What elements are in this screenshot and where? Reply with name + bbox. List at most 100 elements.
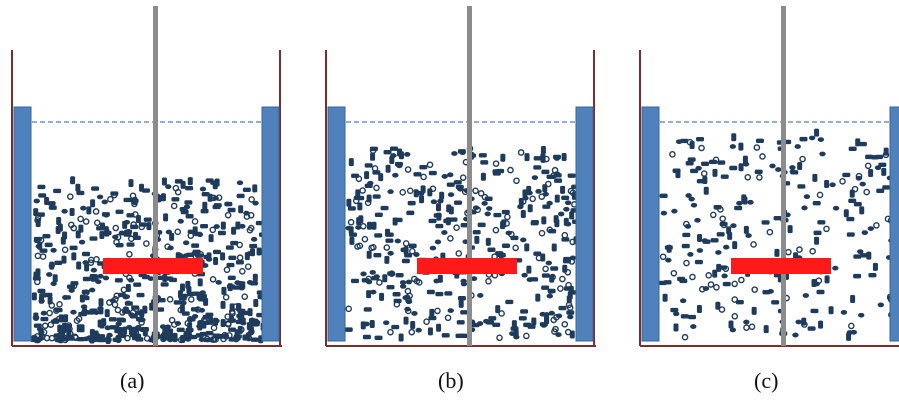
particle-dot bbox=[387, 189, 394, 195]
particle-bar bbox=[456, 320, 465, 325]
particle-bar bbox=[848, 146, 857, 152]
particle-bar bbox=[552, 154, 561, 160]
particle-dot bbox=[415, 327, 422, 333]
particle-block bbox=[662, 293, 668, 302]
particle-block bbox=[787, 225, 793, 234]
particle-ring bbox=[659, 253, 667, 261]
particle-block bbox=[208, 316, 214, 325]
particle-dot bbox=[46, 272, 53, 277]
particle-dot bbox=[521, 272, 528, 278]
particle-bar bbox=[364, 183, 373, 189]
particle-dot bbox=[789, 165, 796, 170]
particle-block bbox=[881, 167, 887, 176]
particle-ring bbox=[376, 279, 383, 286]
particle-ring bbox=[55, 315, 63, 323]
particle-dot bbox=[437, 198, 444, 204]
particle-bar bbox=[701, 161, 710, 167]
particle-dot bbox=[50, 247, 57, 253]
particle-dot bbox=[106, 332, 113, 338]
particle-ring bbox=[766, 228, 774, 236]
particle-bar bbox=[816, 289, 825, 295]
particle-bar bbox=[242, 336, 251, 341]
particle-block bbox=[206, 252, 212, 261]
particle-bar bbox=[428, 170, 437, 176]
particle-dot bbox=[383, 320, 390, 326]
particle-block bbox=[549, 274, 555, 283]
particle-bar bbox=[78, 311, 87, 317]
particle-bar bbox=[126, 242, 135, 247]
particle-ring bbox=[750, 241, 757, 248]
particle-ring bbox=[848, 322, 855, 330]
particle-bar bbox=[860, 253, 869, 258]
particle-block bbox=[33, 312, 39, 321]
particle-block bbox=[128, 179, 134, 188]
particle-bar bbox=[680, 314, 689, 319]
particle-bar bbox=[444, 291, 453, 296]
particle-ring bbox=[43, 334, 51, 342]
particle-ring bbox=[557, 285, 564, 292]
particle-ring bbox=[210, 324, 218, 332]
particle-ring bbox=[731, 312, 739, 320]
particle-dot bbox=[794, 144, 801, 149]
particle-bar bbox=[141, 188, 150, 193]
particle-block bbox=[774, 248, 780, 257]
particle-bar bbox=[550, 266, 559, 271]
particle-bar bbox=[485, 320, 494, 325]
particle-dot bbox=[555, 313, 563, 319]
particle-block bbox=[349, 236, 355, 245]
particle-bar bbox=[492, 322, 501, 328]
particle-dot bbox=[399, 283, 407, 289]
particle-block bbox=[524, 243, 530, 252]
particle-ring bbox=[82, 218, 90, 225]
particle-bar bbox=[454, 200, 463, 205]
particle-block bbox=[458, 299, 464, 308]
particle-bar bbox=[205, 312, 214, 317]
particle-bar bbox=[865, 154, 874, 160]
baffle-left bbox=[13, 106, 32, 342]
particle-block bbox=[366, 194, 372, 203]
particle-ring bbox=[569, 238, 576, 246]
particle-dot bbox=[486, 206, 493, 211]
particle-dot bbox=[564, 221, 572, 227]
particle-bar bbox=[541, 273, 550, 278]
particle-dot bbox=[82, 260, 89, 265]
particle-bar bbox=[200, 224, 209, 229]
particle-dot bbox=[35, 243, 42, 249]
particle-dot bbox=[429, 245, 437, 251]
particle-dot bbox=[505, 230, 512, 236]
particle-dot bbox=[165, 184, 172, 190]
particle-block bbox=[495, 305, 501, 314]
particle-bar bbox=[249, 243, 258, 249]
impeller-blade bbox=[103, 258, 203, 274]
particle-bar bbox=[716, 232, 725, 237]
particle-ring bbox=[538, 229, 546, 237]
particle-dot bbox=[481, 201, 488, 206]
particle-bar bbox=[138, 222, 147, 227]
particle-dot bbox=[730, 223, 737, 229]
particle-dot bbox=[813, 281, 820, 287]
particle-ring bbox=[120, 286, 128, 294]
particle-bar bbox=[101, 212, 110, 217]
particle-block bbox=[567, 291, 573, 300]
particle-dot bbox=[104, 325, 111, 331]
particle-block bbox=[727, 231, 733, 240]
particle-bar bbox=[664, 245, 673, 250]
particle-block bbox=[213, 317, 219, 326]
particle-ring bbox=[56, 301, 63, 308]
particle-ring bbox=[132, 211, 139, 218]
particle-dot bbox=[801, 205, 808, 211]
particle-ring bbox=[247, 211, 255, 219]
particle-dot bbox=[542, 191, 549, 197]
particle-bar bbox=[156, 307, 165, 312]
particle-ring bbox=[717, 206, 724, 213]
particle-ring bbox=[415, 279, 423, 286]
particle-block bbox=[231, 226, 237, 235]
particle-block bbox=[57, 324, 63, 333]
particle-dot bbox=[430, 199, 438, 205]
particle-bar bbox=[853, 254, 862, 259]
particle-bar bbox=[135, 310, 144, 316]
particle-block bbox=[812, 173, 818, 182]
particle-bar bbox=[761, 220, 770, 225]
particle-ring bbox=[187, 232, 195, 239]
particle-dot bbox=[729, 327, 737, 333]
